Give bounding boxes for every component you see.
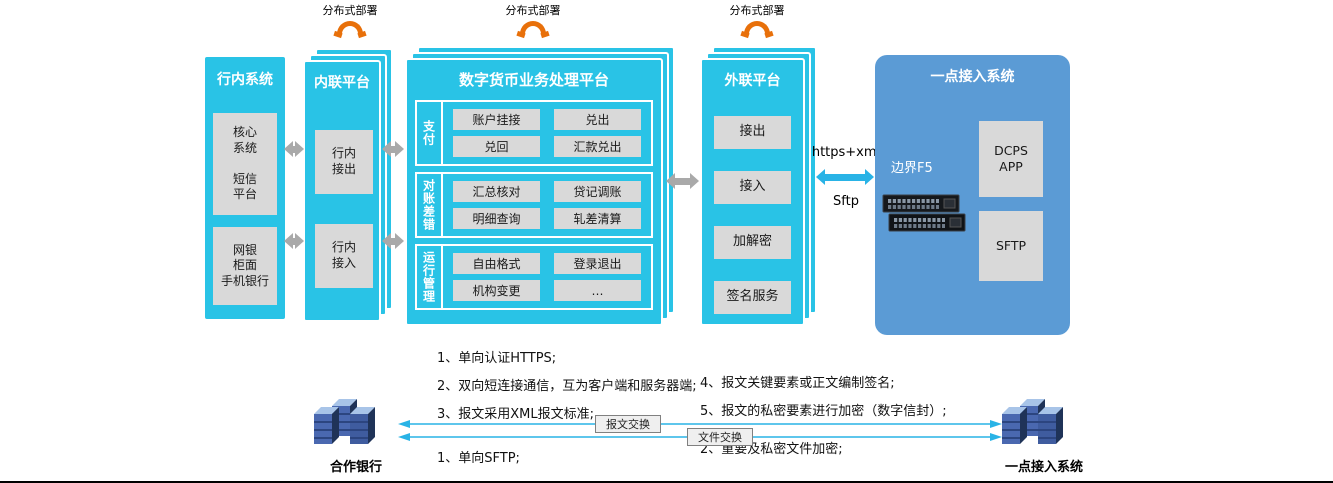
inbank-title: 行内系统 [217,72,273,88]
onepoint-servers-icon [1002,399,1063,444]
arrow-head [865,169,874,185]
coop-bank-label: 合作银行 [329,460,382,475]
dcep-platform: 数字货币业务处理平台 支付 账户挂接 兑出 兑回 汇款兑出 对账差错 汇总核对 … [405,46,689,328]
notes-signing-list: 4、报文关键要素或正文编制签名; 5、报文的私密要素进行加密（数字信封）; [700,372,947,428]
arrow-head [284,233,293,249]
arrow-head [816,169,825,185]
sftp-box: SFTP [979,211,1043,281]
dcep-section-label: 对账差错 [417,174,443,236]
note-item: 2、双向短连接通信，互为客户端和服务器端; [437,379,697,394]
bottom-border-line [0,481,1333,483]
arrow-inbank-neilian-upper [284,141,304,157]
neilian-platform: 内联平台 行内 接出 行内 接入 [303,48,395,324]
dcep-cells: 自由格式 登录退出 机构变更 … [443,246,651,308]
dcep-section-operations: 运行管理 自由格式 登录退出 机构变更 … [415,244,653,310]
dcep-rows: 支付 账户挂接 兑出 兑回 汇款兑出 对账差错 汇总核对 贷记调账 明细查询 轧… [415,100,653,310]
arrow-wailian-onepoint [816,169,874,185]
neilian-out-box: 行内 接出 [315,130,373,194]
arrow-head [284,141,293,157]
deploy-label: 分布式部署 [505,4,561,17]
arrow-neilian-dcep-lower [382,233,404,249]
dcep-title: 数字货币业务处理平台 [458,71,609,89]
note-item: 3、报文采用XML报文标准; [437,407,595,422]
msg-exchange-tag: 报文交换 [595,415,661,433]
wailian-title: 外联平台 [724,73,781,89]
deploy-label: 分布式部署 [322,4,378,17]
arrow-head [666,173,675,189]
dcep-cell: 轧差清算 [554,208,641,229]
dcep-section-label: 支付 [417,102,443,164]
arrow-head [295,233,304,249]
dcep-cell: 贷记调账 [554,181,641,202]
deploy-group-neilian: 分布式部署 [318,2,382,35]
dcep-cell: 机构变更 [453,280,540,301]
dcep-section-payment: 支付 账户挂接 兑出 兑回 汇款兑出 [415,100,653,166]
inbank-system-box: 行内系统 核心 系统 短信 平台 网银 柜面 手机银行 [205,57,285,319]
dcep-cell: 兑出 [554,109,641,130]
clamp-icon [337,21,363,35]
sftp-link-label: Sftp [833,194,859,209]
deploy-group-dcep: 分布式部署 [501,2,565,35]
onepoint-bottom-label: 一点接入系统 [1004,460,1083,475]
dcep-cells: 汇总核对 贷记调账 明细查询 轧差清算 [443,174,651,236]
arrow-bar [825,173,865,181]
dcep-cell: 账户挂接 [453,109,540,130]
dcep-cell: 明细查询 [453,208,540,229]
wailian-in-box: 接入 [714,171,791,204]
onepoint-system-box: 一点接入系统 边界F5 DCPS APP SFTP [875,55,1070,335]
arrow-head [295,141,304,157]
wailian-platform: 外联平台 接出 接入 加解密 签名服务 [700,46,831,328]
note-item: 4、报文关键要素或正文编制签名; [700,376,895,391]
arrow-head [382,141,391,157]
coop-bank-servers-icon [314,399,375,444]
wailian-out-box: 接出 [714,116,791,149]
arrow-inbank-neilian-lower [284,233,304,249]
arrow-bar [391,145,395,153]
arrow-head [395,141,404,157]
deploy-label: 分布式部署 [729,4,785,17]
arrow-bar [293,145,295,153]
note-item: 1、单向认证HTTPS; [437,351,557,366]
arrow-bar [391,237,395,245]
network-switch-icon [882,194,966,232]
arrow-neilian-dcep-upper [382,141,404,157]
deploy-group-wailian: 分布式部署 [725,2,789,35]
https-xml-label: https+xml [811,145,881,160]
wailian-signature-box: 签名服务 [714,281,791,314]
dcep-cell: 汇总核对 [453,181,540,202]
dcep-cell: 汇款兑出 [554,136,641,157]
file-exchange-tag: 文件交换 [687,428,753,446]
dcps-app-box: DCPS APP [979,121,1043,197]
onepoint-title: 一点接入系统 [930,69,1015,85]
note-item: 5、报文的私密要素进行加密（数字信封）; [700,404,947,419]
neilian-title: 内联平台 [314,75,370,91]
notes-https-list: 1、单向认证HTTPS; 2、双向短连接通信，互为客户端和服务器端; 3、报文采… [437,347,697,431]
dcep-cells: 账户挂接 兑出 兑回 汇款兑出 [443,102,651,164]
inbank-channels-box: 网银 柜面 手机银行 [213,227,277,305]
wailian-crypto-box: 加解密 [714,226,791,259]
neilian-front: 内联平台 行内 接出 行内 接入 [303,60,381,322]
arrow-bar [675,177,690,185]
arrow-head [690,173,699,189]
arrow-head [395,233,404,249]
dcep-front: 数字货币业务处理平台 支付 账户挂接 兑出 兑回 汇款兑出 对账差错 汇总核对 … [405,58,663,326]
border-f5-label: 边界F5 [891,161,933,176]
clamp-icon [520,21,546,35]
dcep-section-reconciliation: 对账差错 汇总核对 贷记调账 明细查询 轧差清算 [415,172,653,238]
dcep-cell: 自由格式 [453,253,540,274]
arrow-dcep-wailian [666,173,699,189]
dcep-cell: … [554,280,641,301]
arrow-bar [293,237,295,245]
dcep-cell: 登录退出 [554,253,641,274]
clamp-icon [744,21,770,35]
arrow-head [382,233,391,249]
wailian-front: 外联平台 接出 接入 加解密 签名服务 [700,58,805,326]
dcep-cell: 兑回 [453,136,540,157]
note-sftp-left: 1、单向SFTP; [437,451,520,466]
inbank-core-sms-box: 核心 系统 短信 平台 [213,113,277,215]
neilian-in-box: 行内 接入 [315,224,373,288]
dcep-section-label: 运行管理 [417,246,443,308]
